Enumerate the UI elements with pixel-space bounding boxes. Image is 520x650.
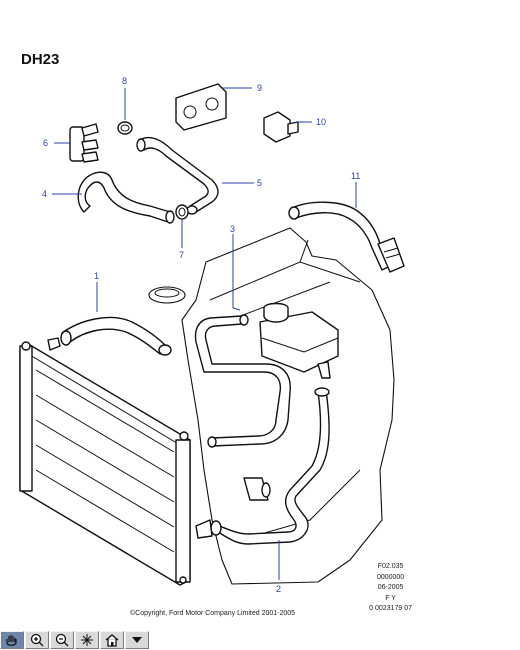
zoom-in-button[interactable] (25, 631, 49, 649)
callout-7[interactable]: 7 (179, 250, 184, 260)
callout-5[interactable]: 5 (257, 178, 262, 188)
part-7-clip (175, 204, 189, 220)
callout-4[interactable]: 4 (42, 189, 47, 199)
reference-line: 06-2005 (377, 584, 404, 591)
callout-2[interactable]: 2 (276, 584, 281, 594)
callout-3[interactable]: 3 (230, 224, 235, 234)
home-icon (105, 634, 119, 647)
radiator (19, 341, 191, 586)
reference-line: F Y (385, 594, 396, 602)
part-10-fitting (263, 111, 299, 143)
reference-codes: F02.035 0000000 06-2005 F Y 0 0023179 07 (369, 562, 412, 615)
home-button[interactable] (100, 631, 124, 649)
callout-6[interactable]: 6 (43, 138, 48, 148)
zoom-out-icon (55, 633, 69, 647)
callout-1[interactable]: 1 (94, 271, 99, 281)
callout-10[interactable]: 10 (316, 117, 326, 127)
reference-line: 0 0023179 07 (369, 605, 412, 612)
expansion-tank (259, 302, 339, 379)
copyright-notice: ©Copyright, Ford Motor Company Limited 2… (130, 610, 296, 617)
zoom-in-icon (30, 633, 44, 647)
hose-5 (136, 136, 219, 215)
fit-view-icon (81, 634, 93, 646)
diagram-title: DH23 (21, 51, 60, 68)
fit-view-button[interactable] (75, 631, 99, 649)
hose-3 (194, 314, 291, 448)
callout-8[interactable]: 8 (122, 76, 127, 86)
part-9-bracket (175, 83, 227, 131)
callout-9[interactable]: 9 (257, 83, 262, 93)
leader-lines (52, 87, 357, 580)
hose-1 (47, 316, 172, 356)
part-8-clip (117, 121, 133, 135)
hand-icon (6, 635, 17, 646)
callout-11[interactable]: 11 (351, 171, 360, 181)
zoom-out-button[interactable] (50, 631, 74, 649)
hose-2 (195, 387, 330, 545)
coolant-hose-diagram: 1 2 3 4 5 6 7 8 9 10 11 (19, 76, 405, 594)
viewer-toolbar (0, 631, 520, 650)
menu-dropdown-button[interactable] (125, 631, 149, 649)
reference-line: 0000000 (376, 573, 405, 581)
reference-line: F02.035 (377, 563, 404, 570)
dropdown-arrow-icon (132, 637, 142, 643)
hose-11 (288, 201, 405, 273)
hose-4 (77, 171, 175, 224)
pan-tool-button[interactable] (0, 631, 24, 649)
part-6-connector (69, 123, 99, 163)
